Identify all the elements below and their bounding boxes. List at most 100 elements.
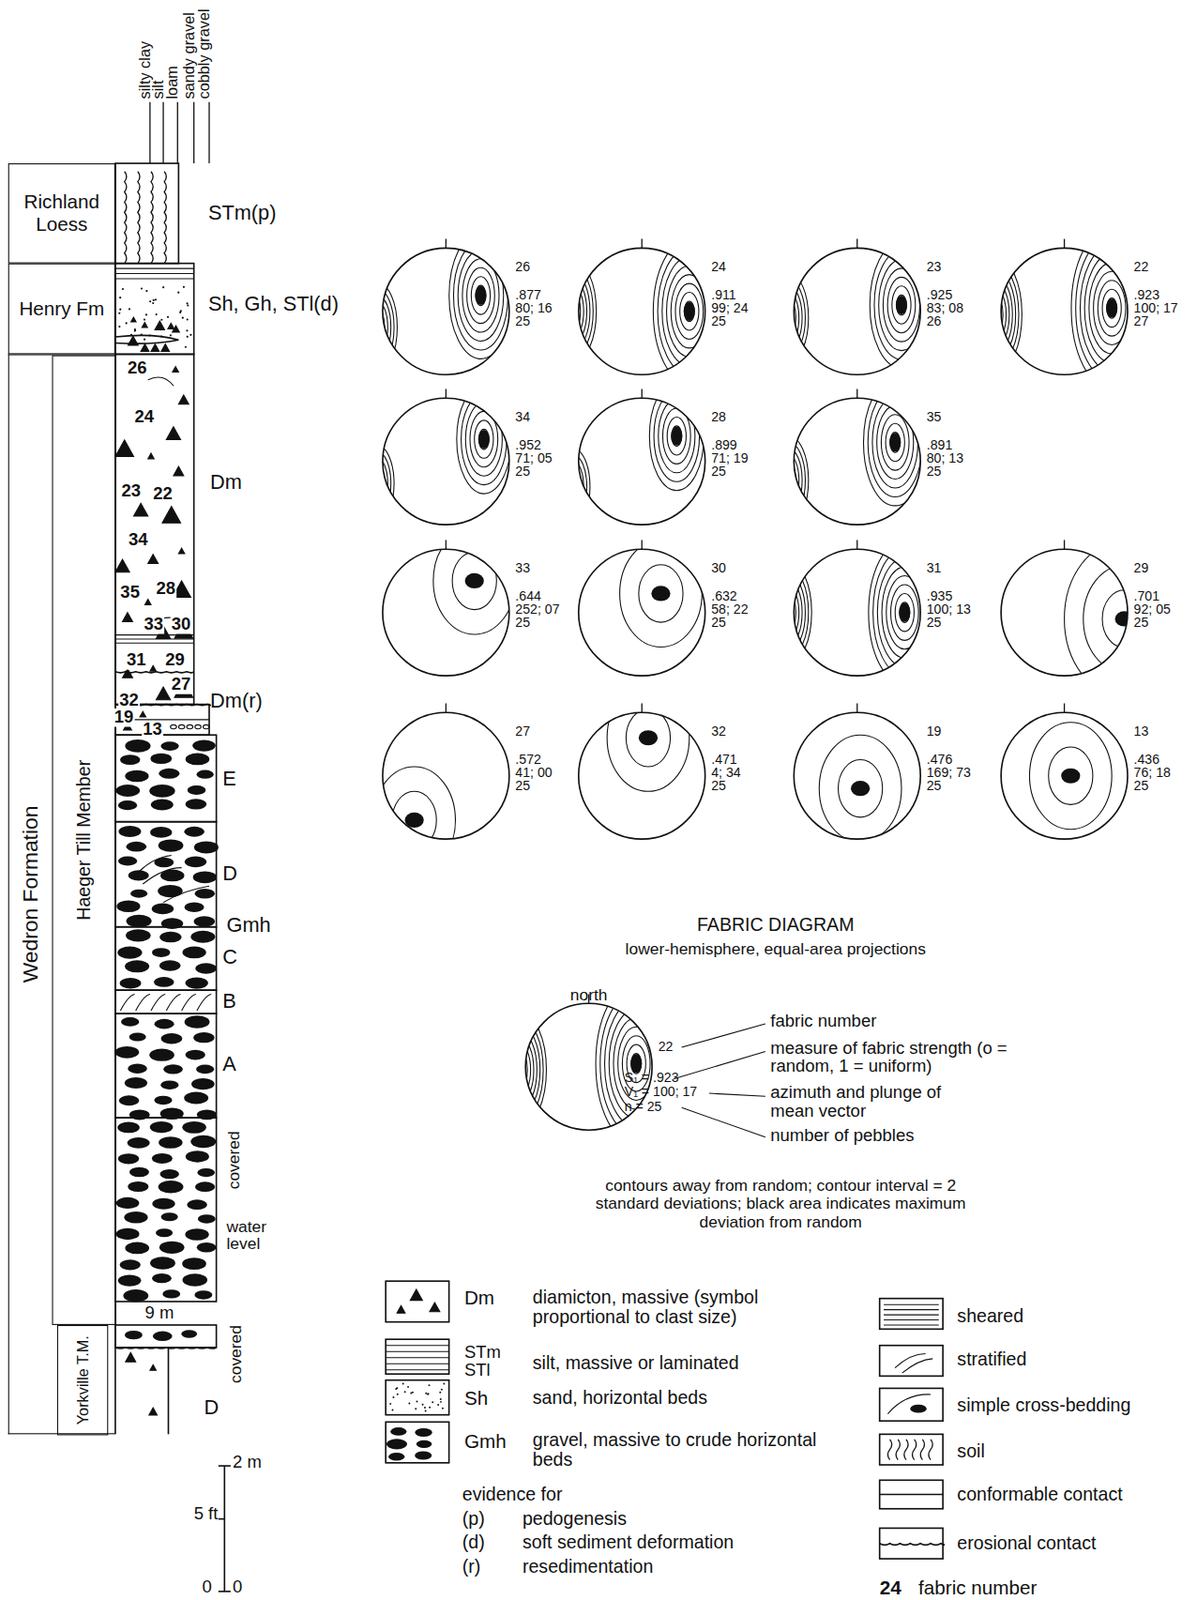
legend-sample [883, 1308, 940, 1310]
fabric-statistic: 25 [515, 778, 531, 793]
legend-sample [427, 1392, 430, 1394]
contour [470, 276, 490, 315]
fabric-statistic: 33 [515, 560, 531, 576]
stereonet [793, 247, 921, 375]
clast-triangle [139, 711, 147, 717]
contour-group [818, 734, 902, 842]
grain-size-tick [177, 102, 179, 164]
contour [877, 405, 914, 479]
contour [373, 470, 381, 497]
contour [785, 599, 793, 625]
sand-dot [128, 307, 131, 310]
maximum-area [651, 585, 670, 601]
contour [785, 467, 793, 493]
key-text: north [570, 985, 608, 1004]
north-tick [1063, 239, 1065, 249]
gravel-clast [159, 1241, 185, 1254]
sand-dot [143, 338, 146, 341]
fabric-statistic: 28 [711, 409, 727, 425]
gravel-clast [185, 977, 209, 989]
contour [605, 1000, 668, 1127]
facies-code: A [222, 1053, 237, 1076]
gravel-clast [190, 1135, 216, 1149]
contour [1097, 280, 1126, 336]
fabric-statistic: 29 [1134, 560, 1150, 576]
fabric-statistic: 25 [1134, 778, 1150, 793]
legend-sample [424, 1409, 427, 1412]
legend-sample [424, 1406, 426, 1409]
soil-mark [124, 171, 127, 264]
north-tick [445, 388, 447, 398]
soil-mark [911, 1439, 916, 1460]
maximum-area [898, 603, 910, 622]
legend-text: erosional contact [956, 1533, 1096, 1554]
stratigraphic-unit: Wedron FormationHaeger Till MemberYorkvi… [8, 353, 116, 1434]
fabric-statistic: .952 [515, 438, 542, 453]
scale-bar [224, 1465, 227, 1591]
callout-number: 31 [125, 651, 148, 670]
contour [885, 423, 905, 461]
fabric-statistic: 35 [926, 409, 942, 425]
gravel-unit [115, 1013, 217, 1118]
contour [882, 268, 920, 342]
clast-triangle [172, 325, 181, 333]
facies-code: C [222, 945, 238, 968]
legend-sample [426, 1393, 429, 1395]
soil-mark [895, 1439, 900, 1460]
gravel-clast [118, 825, 141, 837]
contour [367, 457, 389, 509]
gravel-clast [118, 800, 137, 810]
fabric-statistic: .436 [1134, 752, 1161, 767]
facies-code: Dm [464, 1287, 495, 1309]
gravel-clast [183, 826, 205, 837]
clast-triangle [131, 317, 137, 322]
contour [683, 301, 695, 322]
contour [670, 274, 708, 349]
legend-text: sheared [956, 1305, 1024, 1326]
sand-dot [162, 286, 165, 288]
contour [453, 241, 508, 350]
legend-sample [902, 1358, 934, 1373]
legend-sample [385, 1280, 449, 1322]
unit-name: Wedron Formation [18, 805, 44, 984]
gravel-clast [124, 1076, 148, 1089]
cross-bed [166, 994, 181, 1011]
gravel-clast [149, 1048, 175, 1061]
contour [1106, 298, 1118, 319]
stereonet [793, 548, 921, 676]
gravel-clast [157, 884, 183, 897]
contour [467, 267, 496, 323]
gravel-clast [117, 946, 142, 959]
fabric-statistic: 23 [926, 259, 942, 274]
north-tick [856, 239, 858, 249]
unit-name: Haeger Till Member [73, 759, 95, 921]
sand-dot [184, 346, 187, 349]
clast-triangle [162, 506, 182, 524]
gravel-clast [181, 1257, 207, 1270]
legend-sample [894, 1352, 926, 1367]
clast-triangle [144, 599, 152, 606]
callout-number: 30 [170, 615, 193, 635]
legend-sample [385, 1344, 449, 1346]
gravel-unit [115, 926, 217, 990]
fabric-statistic: 25 [711, 314, 727, 329]
contour [785, 304, 793, 331]
legend-sample [883, 1323, 940, 1325]
lens [115, 334, 179, 344]
contour [769, 272, 809, 362]
stereonet [382, 397, 510, 525]
stereonet [1000, 247, 1128, 375]
heading: FABRIC DIAGRAM [696, 915, 855, 936]
legend-sample [385, 1368, 449, 1370]
sand-bed [115, 272, 195, 274]
callout-number: 24 [134, 408, 156, 427]
stratigraphic-unit: Henry Fm [8, 263, 116, 355]
gravel-clast [129, 1032, 147, 1042]
north-tick [641, 239, 643, 249]
maximum-area [850, 780, 870, 796]
callout-number: 28 [154, 579, 177, 599]
facies-code: E [222, 767, 237, 789]
clast-triangle [166, 426, 181, 440]
scale-tick [218, 1590, 231, 1592]
contour-group [550, 239, 726, 384]
